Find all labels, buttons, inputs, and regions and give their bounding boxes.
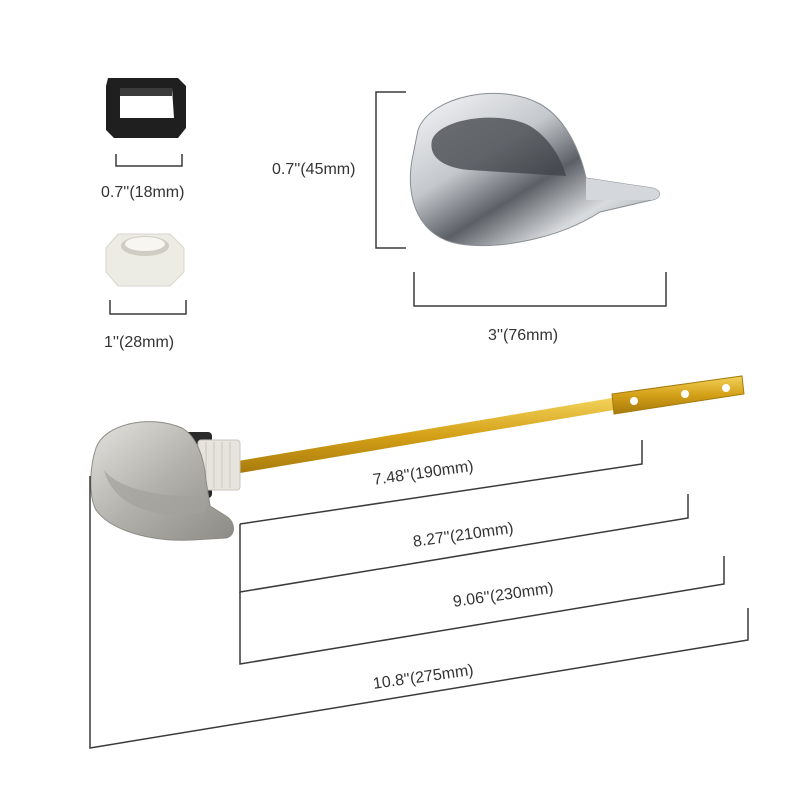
total-275-dimension-line [89, 476, 749, 749]
arm-210-dimension-line [239, 494, 689, 593]
handle-width-dimension-line [413, 272, 667, 307]
arm-hole-3 [722, 384, 730, 392]
nut-dimension-line [109, 300, 187, 315]
gasket-dimension-line [115, 154, 183, 167]
arm-190-dimension-line [239, 440, 643, 525]
handle-height-dimension-line [375, 91, 406, 249]
handle-height-label: 0.7''(45mm) [272, 161, 356, 178]
arm-hole-2 [681, 390, 689, 398]
arm-230-dimension-line [239, 556, 725, 665]
handle-width-label: 3''(76mm) [488, 327, 559, 344]
nut-size-label: 1''(28mm) [104, 334, 175, 351]
brass-lift-arm [232, 375, 745, 474]
gasket-size-label: 0.7''(18mm) [101, 184, 185, 201]
plastic-nut-image [105, 233, 185, 287]
arm-hole-1 [630, 397, 638, 405]
chrome-handle-image [409, 92, 660, 247]
rubber-gasket-image [106, 78, 186, 138]
brushed-nickel-handle-image [90, 421, 234, 541]
